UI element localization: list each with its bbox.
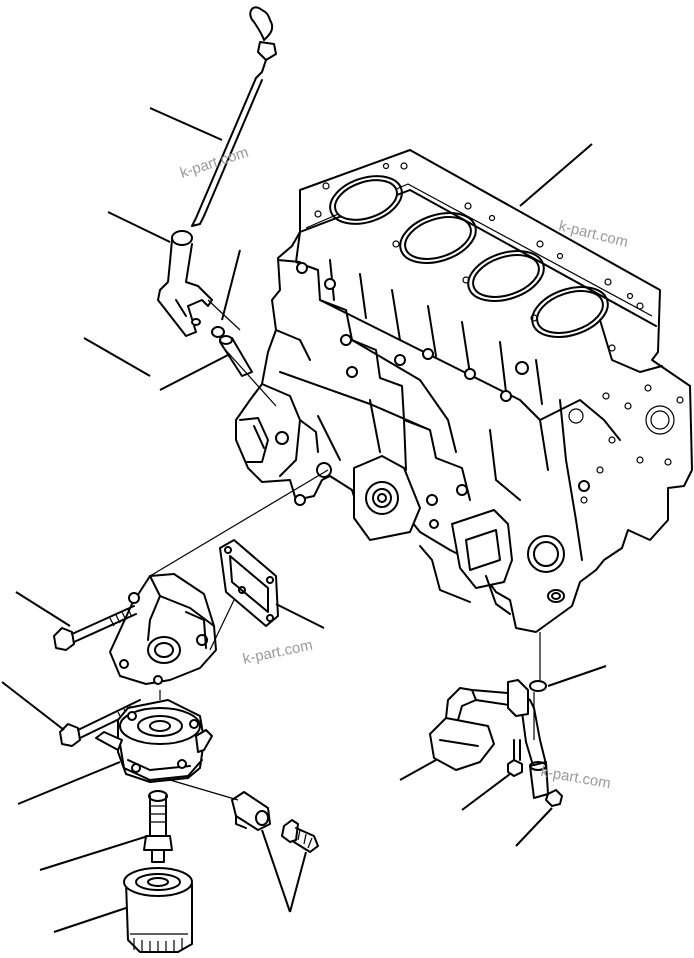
strainer-bolt-left (507, 739, 523, 777)
leader-gasket (275, 603, 325, 629)
leader-strainer-bolt (461, 773, 511, 811)
oil-cooler (95, 690, 213, 783)
leader-cooler (17, 761, 121, 805)
leader-stud (39, 835, 149, 871)
oil-filter-head (109, 573, 217, 685)
temperature-sensor (231, 791, 271, 831)
cylinder-block (235, 149, 693, 633)
leader-pipe (159, 353, 231, 391)
drain-plug (281, 819, 319, 853)
oil-cooler-gasket (219, 539, 279, 627)
leader-plug (289, 851, 307, 913)
leader-dipstick (149, 107, 223, 141)
watermark-text: k-part.com (241, 637, 314, 668)
o-ring-small (211, 326, 225, 338)
oil-dipstick (191, 6, 277, 227)
oil-strainer (429, 679, 547, 771)
watermark-text: k-part.com (557, 217, 630, 251)
leader-o-ring (221, 249, 241, 321)
dipstick-guide-tube (157, 230, 213, 337)
o-ring-strainer (529, 680, 547, 692)
leader-filter (53, 907, 127, 933)
leader-guide-tube (107, 211, 171, 243)
oil-filter-cartridge (123, 867, 193, 953)
leader-lines (1, 107, 607, 933)
long-bolt-upper (53, 605, 137, 651)
leader-strainer (399, 759, 437, 781)
leader-block (519, 143, 593, 207)
strainer-bolt-lower (545, 789, 563, 807)
leader-strainer-lower-bolt (515, 807, 553, 847)
leader-o-ring-strainer (547, 665, 607, 687)
leader-bolt-upper (15, 591, 71, 627)
leader-filter-head (83, 337, 151, 377)
filter-connector-stud (143, 790, 173, 863)
watermark-text: k-part.com (539, 763, 612, 792)
leader-bolt-lower (1, 681, 65, 731)
leader-sensor (261, 829, 291, 913)
connector-pipe (219, 335, 253, 377)
